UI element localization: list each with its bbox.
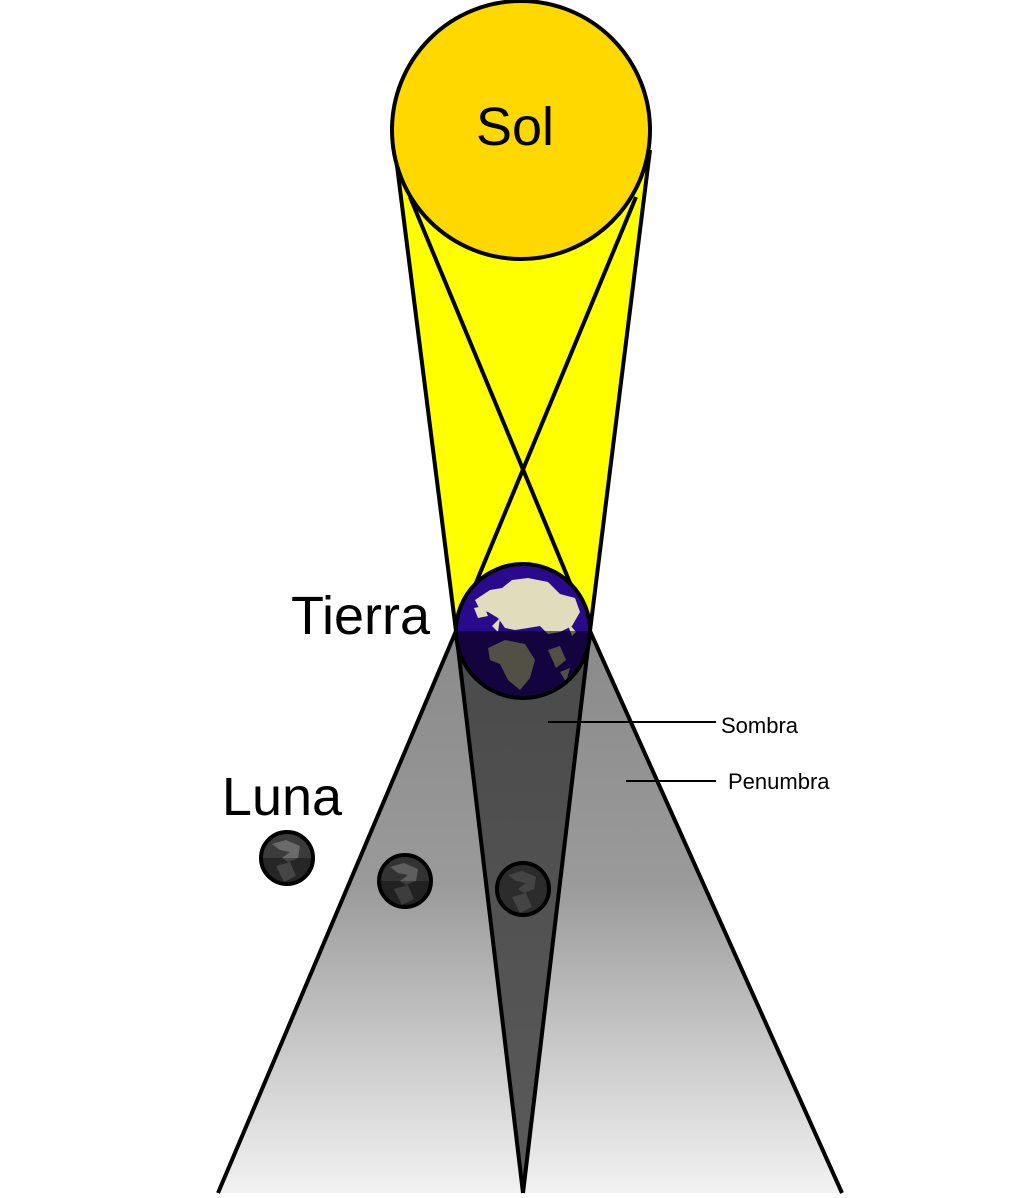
moon-position-umbra (495, 861, 551, 917)
beam-right-edge (588, 149, 652, 632)
umbra-right-edge (521, 630, 592, 1194)
moon-position-outside (259, 830, 315, 886)
beam-cross-line-1 (408, 196, 592, 632)
umbra-left-edge (454, 630, 525, 1194)
penumbra-label: Penumbra (728, 769, 830, 794)
beam-cross-line-2 (454, 196, 638, 632)
penumbra-right-edge (588, 630, 844, 1194)
beam-left-edge (393, 149, 458, 632)
umbra-label: Sombra (721, 713, 799, 738)
moon-label: Luna (222, 767, 343, 827)
sun-label: Sol (476, 97, 554, 157)
moon-position-penumbra (377, 853, 433, 909)
sunlight-beam (395, 150, 650, 631)
sun (390, 0, 652, 261)
penumbra-left-edge (216, 630, 458, 1194)
earth-label: Tierra (291, 586, 431, 646)
